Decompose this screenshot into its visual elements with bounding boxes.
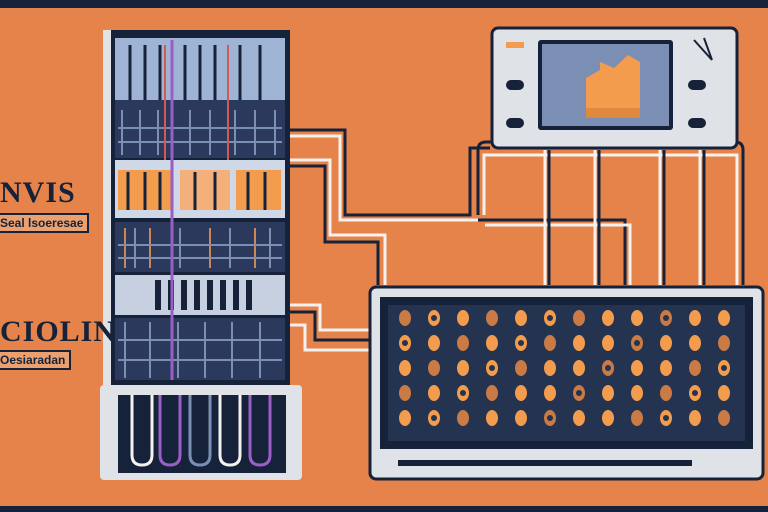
panel-knob bbox=[399, 310, 411, 326]
panel-knob-center bbox=[576, 390, 582, 396]
panel-knob bbox=[602, 385, 614, 401]
panel-knob-center bbox=[431, 315, 437, 321]
panel-knob bbox=[399, 385, 411, 401]
panel-knob-center bbox=[663, 415, 669, 421]
panel-knob bbox=[689, 310, 701, 326]
panel-knob bbox=[602, 335, 614, 351]
panel-knob bbox=[515, 360, 527, 376]
panel-knob bbox=[515, 410, 527, 426]
upper-title: NVIS bbox=[0, 176, 76, 209]
cooling-base bbox=[100, 385, 302, 480]
panel-knob bbox=[718, 335, 730, 351]
panel-knob bbox=[544, 360, 556, 376]
panel-knob-center bbox=[634, 340, 640, 346]
round-knob bbox=[506, 80, 524, 90]
panel-slot bbox=[398, 460, 692, 466]
lower-subtitle: Oesiaradan bbox=[0, 350, 72, 370]
panel-knob bbox=[428, 360, 440, 376]
panel-knob bbox=[718, 410, 730, 426]
cable-bundle-left bbox=[290, 128, 490, 352]
panel-knob bbox=[689, 360, 701, 376]
panel-knob bbox=[660, 335, 672, 351]
panel-knob bbox=[428, 335, 440, 351]
panel-knob bbox=[399, 360, 411, 376]
panel-knob-center bbox=[605, 365, 611, 371]
panel-knob bbox=[486, 410, 498, 426]
upper-subtitle: Seal lsoeresae bbox=[0, 213, 90, 233]
panel-knob bbox=[515, 385, 527, 401]
panel-knob bbox=[718, 310, 730, 326]
control-panel bbox=[368, 285, 765, 481]
panel-knob bbox=[457, 410, 469, 426]
panel-knob bbox=[544, 385, 556, 401]
panel-knob bbox=[718, 385, 730, 401]
round-knob bbox=[506, 118, 524, 128]
indicator-light bbox=[506, 42, 524, 48]
panel-knob bbox=[573, 360, 585, 376]
panel-knob-center bbox=[518, 340, 524, 346]
monitor bbox=[490, 26, 739, 150]
panel-knob bbox=[660, 385, 672, 401]
panel-knob bbox=[457, 310, 469, 326]
panel-knob bbox=[399, 410, 411, 426]
panel-knob bbox=[573, 310, 585, 326]
panel-knob bbox=[631, 360, 643, 376]
panel-knob bbox=[457, 335, 469, 351]
panel-knob-center bbox=[692, 390, 698, 396]
round-knob bbox=[688, 118, 706, 128]
panel-knob-center bbox=[402, 340, 408, 346]
panel-knob bbox=[602, 410, 614, 426]
panel-knob bbox=[631, 385, 643, 401]
server-tower bbox=[103, 30, 290, 385]
panel-knob bbox=[689, 410, 701, 426]
panel-knob bbox=[428, 385, 440, 401]
panel-knob-center bbox=[460, 390, 466, 396]
antenna-icon bbox=[693, 37, 713, 61]
panel-knob-center bbox=[431, 415, 437, 421]
panel-knob bbox=[573, 410, 585, 426]
panel-knob-center bbox=[547, 315, 553, 321]
panel-knob-center bbox=[489, 365, 495, 371]
cable-bundle-right bbox=[476, 140, 745, 285]
round-knob bbox=[688, 80, 706, 90]
panel-knob bbox=[515, 310, 527, 326]
knob-array bbox=[399, 310, 730, 426]
panel-knob-center bbox=[663, 315, 669, 321]
panel-knob-center bbox=[547, 415, 553, 421]
panel-knob bbox=[573, 335, 585, 351]
panel-knob bbox=[631, 310, 643, 326]
panel-knob bbox=[486, 310, 498, 326]
panel-knob bbox=[660, 360, 672, 376]
panel-knob bbox=[602, 310, 614, 326]
panel-knob-center bbox=[721, 365, 727, 371]
panel-knob bbox=[457, 360, 469, 376]
panel-knob bbox=[631, 410, 643, 426]
bottom-border bbox=[0, 506, 768, 512]
lower-title: CIOLIN bbox=[0, 315, 117, 348]
panel-knob bbox=[544, 335, 556, 351]
panel-knob bbox=[689, 335, 701, 351]
panel-knob bbox=[486, 385, 498, 401]
top-border bbox=[0, 0, 768, 8]
panel-knob bbox=[486, 335, 498, 351]
